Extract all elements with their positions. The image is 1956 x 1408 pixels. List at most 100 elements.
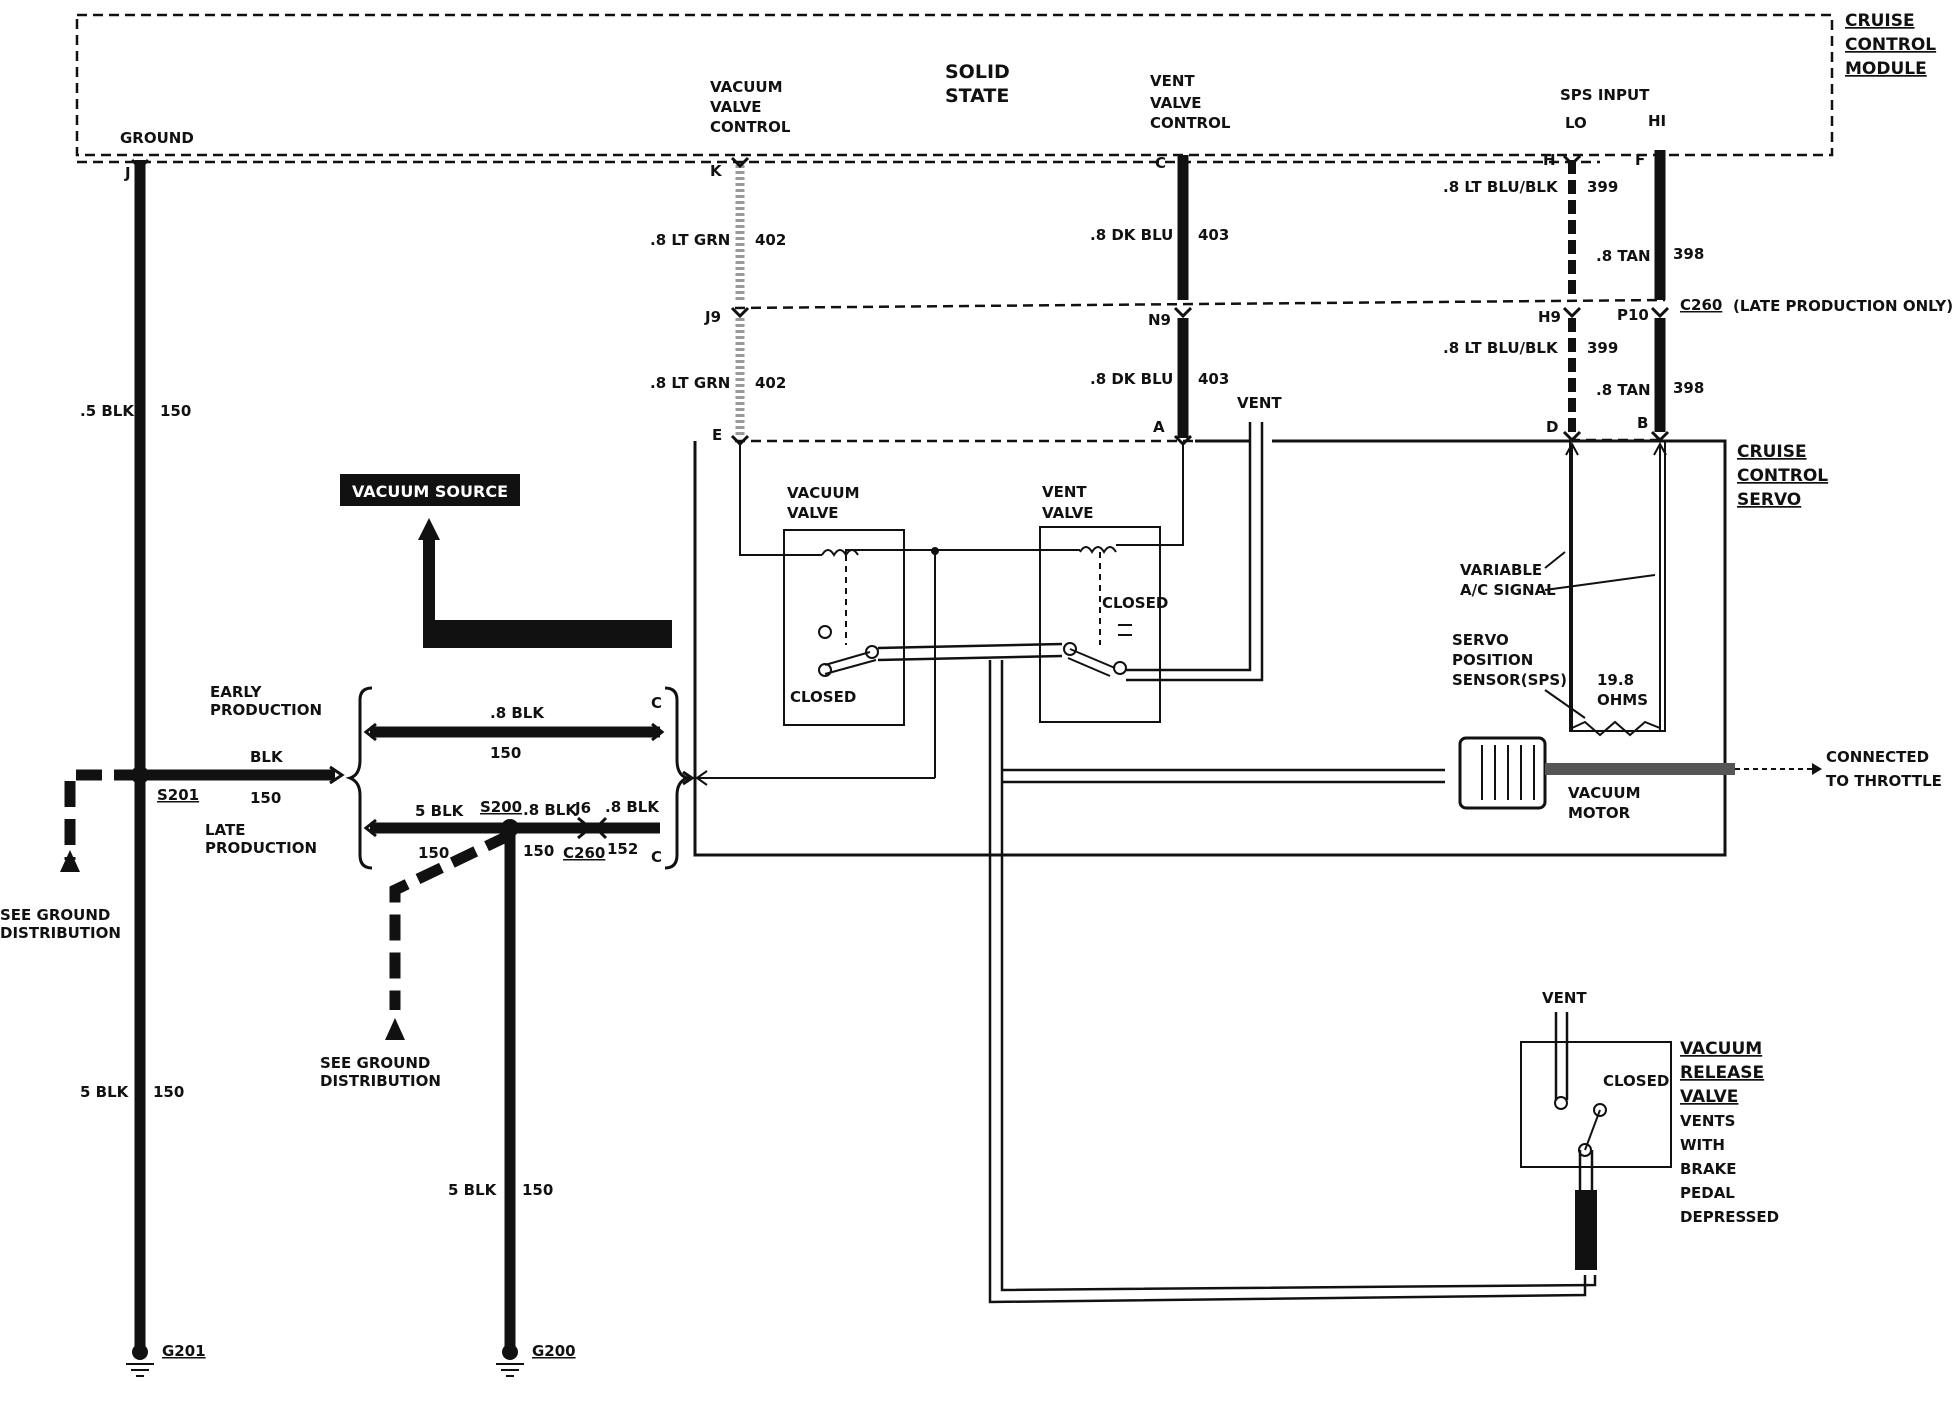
servo-title-line2: CONTROL — [1737, 466, 1828, 486]
vent-valve-box — [1039, 526, 1161, 723]
vacuum-motor-label-line1: VACUUM — [1568, 784, 1641, 802]
module-title-line3: MODULE — [1845, 59, 1927, 79]
early-wire-circuit: 150 — [490, 744, 521, 762]
vacuum-valve-feed — [739, 442, 822, 556]
vent-outlet-hose — [1126, 665, 1252, 672]
release-vent-label: VENT — [1542, 989, 1587, 1007]
pin-e: E — [712, 426, 722, 444]
cruise-control-servo: CRUISE CONTROL SERVO VENT VACUUM VALVE C… — [693, 394, 1942, 1304]
wire-blk-label: BLK — [250, 748, 284, 766]
see-ground-dist-left-line1: SEE GROUND — [0, 906, 110, 924]
vacuum-valve-control-line2: VALVE — [710, 98, 762, 116]
ground-distribution-stub-right — [389, 830, 513, 1010]
sps-lead-b-arrow — [1653, 441, 1667, 456]
vacuum-valve-box — [783, 529, 905, 726]
release-closed-label: CLOSED — [1603, 1072, 1669, 1090]
late-production-line2: PRODUCTION — [205, 839, 317, 857]
wire-g200-color: 5 BLK — [448, 1181, 498, 1199]
wire-150-circuit-upper: 150 — [160, 402, 191, 420]
pin-h-chevron — [1562, 154, 1582, 167]
hose-valve-link-top — [877, 642, 1063, 650]
late-wire-arrow — [363, 818, 377, 838]
wire-399-circuit-lower: 399 — [1587, 339, 1618, 357]
see-ground-dist-right-line1: SEE GROUND — [320, 1054, 430, 1072]
vent-valve-control-line1: VENT — [1150, 72, 1195, 90]
sps-label-line3: SENSOR(SPS) — [1452, 671, 1567, 689]
release-title-line3: VALVE — [1680, 1087, 1738, 1107]
throttle-arrow — [1812, 763, 1822, 775]
vacuum-valve-contact-pivot — [865, 645, 879, 659]
release-desc-line2: WITH — [1680, 1136, 1725, 1154]
pin-j9: J9 — [704, 308, 721, 326]
ground-distribution-arrow-left — [60, 850, 80, 872]
late-wire-color-mid: .8 BLK — [523, 801, 578, 819]
vacuum-source: VACUUM SOURCE — [340, 474, 672, 648]
release-desc-line3: BRAKE — [1680, 1160, 1736, 1178]
variable-ac-line1: VARIABLE — [1460, 561, 1542, 579]
early-wire-color: .8 BLK — [490, 704, 545, 722]
c260-label: C260 — [1680, 296, 1722, 314]
pin-labels: J K C H F J9 N9 H9 P10 E A D B — [124, 151, 1649, 444]
release-valve-box — [1520, 1041, 1672, 1168]
vacuum-source-box — [340, 474, 520, 506]
late-wire-c-label: C — [651, 848, 662, 866]
sps-input-label: SPS INPUT — [1560, 86, 1650, 104]
wire-150-color-lower: 5 BLK — [80, 1083, 130, 1101]
module-title-line2: CONTROL — [1845, 35, 1936, 55]
ground-circuit-left: .5 BLK 150 5 BLK 150 S201 BLK 150 SEE GR… — [0, 158, 345, 1377]
vacuum-valve-contact-bottom — [818, 663, 832, 677]
vacuum-motor-label-line2: MOTOR — [1568, 804, 1631, 822]
wire-150-circuit-lower: 150 — [153, 1083, 184, 1101]
wire-402-circuit-lower: 402 — [755, 374, 786, 392]
module-boundary — [75, 13, 1834, 157]
wire-398-circuit-lower: 398 — [1673, 379, 1704, 397]
wire-398-circuit-upper: 398 — [1673, 245, 1704, 263]
vacuum-valve-closed-label: CLOSED — [790, 688, 856, 706]
pin-h9: H9 — [1538, 308, 1561, 326]
sps-lead-d-arrow — [1565, 441, 1579, 456]
connected-throttle-line1: CONNECTED — [1826, 748, 1929, 766]
vent-valve-switch — [1069, 648, 1116, 669]
release-desc-line4: PEDAL — [1680, 1184, 1735, 1202]
pin-n9: N9 — [1148, 311, 1171, 329]
vacuum-valve-switch — [824, 651, 871, 666]
release-valve-contact-right — [1593, 1103, 1607, 1117]
vent-valve-control-line3: CONTROL — [1150, 114, 1231, 132]
production-bracket: EARLY PRODUCTION LATE PRODUCTION .8 BLK … — [205, 683, 695, 1377]
ground-distribution-arrow-right — [385, 1018, 405, 1040]
late-wire-circuit-right: 152 — [607, 840, 638, 858]
vent-outlet-hose2 — [1126, 672, 1264, 682]
vacuum-release-valve: VENT CLOSED VACUUM RELEASE VALVE VENTS W… — [1520, 989, 1779, 1270]
cruise-control-module: CRUISE CONTROL MODULE SOLID STATE GROUND… — [75, 11, 1936, 164]
see-ground-dist-left-line2: DISTRIBUTION — [0, 924, 121, 942]
early-wire-connector — [651, 722, 665, 742]
bracket-right — [664, 686, 692, 870]
pin-p10: P10 — [1617, 306, 1649, 324]
pin-d: D — [1546, 418, 1558, 436]
pin-j: J — [124, 164, 131, 182]
bracket-right-arrow — [682, 770, 695, 786]
j6-connector-arrow — [577, 816, 593, 840]
variable-ac-pointer1 — [1544, 551, 1566, 569]
vent-valve-coil — [1079, 546, 1117, 554]
servo-title-line1: CRUISE — [1737, 442, 1807, 462]
late-wire-color-left: 5 BLK — [415, 802, 465, 820]
vent-label-top: VENT — [1237, 394, 1282, 412]
pin-a: A — [1153, 418, 1165, 436]
bracket-arrow — [329, 765, 345, 785]
vacuum-valve-control-line1: VACUUM — [710, 78, 783, 96]
release-desc-line1: VENTS — [1680, 1112, 1735, 1130]
ground-g201-node — [132, 1344, 148, 1360]
release-valve-contact-top — [1554, 1096, 1568, 1110]
s201-label: S201 — [157, 786, 199, 804]
vent-valve-feed — [1116, 442, 1184, 546]
hose-valve-link-bottom — [877, 654, 1063, 662]
sps-resistor — [1571, 720, 1661, 737]
pin-j-chevron — [130, 158, 150, 171]
vent-valve-contact-bottom — [1113, 661, 1127, 675]
vent-valve-closed-label: CLOSED — [1102, 594, 1168, 612]
wire-150-color-upper: .5 BLK — [80, 402, 135, 420]
pin-h: H — [1543, 151, 1556, 169]
wire-398-color-lower: .8 TAN — [1596, 381, 1651, 399]
